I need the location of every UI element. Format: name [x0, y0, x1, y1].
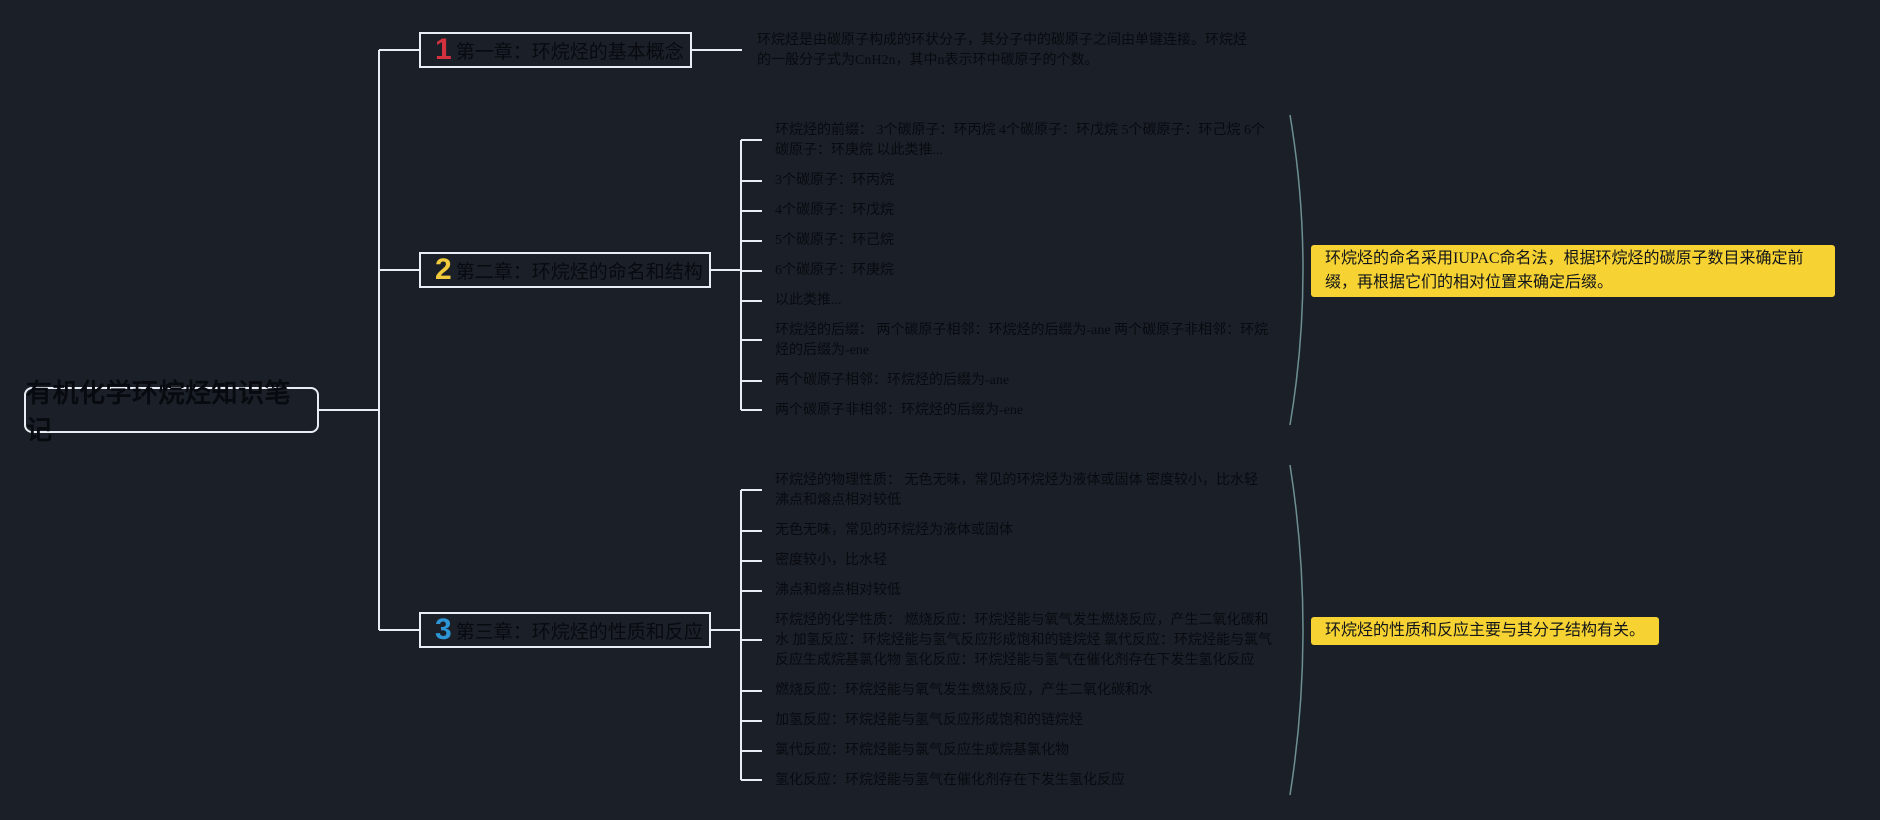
chapter-1-number: 1	[435, 33, 452, 66]
chapter-2-leaf-9[interactable]: 两个碳原子非相邻：环烷烃的后缀为-ene	[775, 403, 1024, 418]
chapter-3-leaf-3[interactable]: 密度较小，比水轻	[775, 553, 887, 568]
chapter-2-leaf-2[interactable]: 3个碳原子：环丙烷	[775, 173, 894, 188]
chapter-1-topic[interactable]: 1 第一章：环烷烃的基本概念	[419, 32, 692, 68]
chapter-3-leaf-7[interactable]: 加氢反应：环烷烃能与氢气反应形成饱和的链烷烃	[775, 713, 1083, 728]
chapter-2-number: 2	[435, 253, 452, 286]
connector-ch3-bus	[711, 490, 742, 780]
summary-brace-ch2	[1289, 114, 1304, 426]
chapter-2-leaf-3[interactable]: 4个碳原子：环戊烷	[775, 203, 894, 218]
chapter-3-summary-note[interactable]: 环烷烃的性质和反应主要与其分子结构有关。	[1311, 617, 1660, 645]
chapter-2-summary-note[interactable]: 环烷烃的命名采用IUPAC命名法，根据环烷烃的碳原子数目来确定前缀，再根据它们的…	[1311, 245, 1835, 297]
chapter-3-number: 3	[435, 613, 452, 646]
chapter-2-leaf-8[interactable]: 两个碳原子相邻：环烷烃的后缀为-ane	[775, 373, 1010, 388]
summary-brace-ch3	[1289, 464, 1304, 796]
chapter-3-leaf-8[interactable]: 氯代反应：环烷烃能与氯气反应生成烷基氯化物	[775, 743, 1069, 758]
chapter-3-leaf-1[interactable]: 环烷烃的物理性质： 无色无味，常见的环烷烃为液体或固体 密度较小，比水轻 沸点和…	[775, 473, 1258, 508]
chapter-3-leaf-4[interactable]: 沸点和熔点相对较低	[775, 583, 901, 598]
chapter-3-leaf-2[interactable]: 无色无味，常见的环烷烃为液体或固体	[775, 523, 1013, 538]
chapter-3-leaf-6[interactable]: 燃烧反应：环烷烃能与氧气发生燃烧反应，产生二氧化碳和水	[775, 683, 1153, 698]
chapter-3-leaf-9[interactable]: 氢化反应：环烷烃能与氢气在催化剂存在下发生氢化反应	[775, 773, 1125, 788]
chapter-2-topic[interactable]: 2 第二章：环烷烃的命名和结构	[419, 252, 711, 288]
chapter-2-leaf-6[interactable]: 以此类推...	[775, 293, 842, 308]
chapter-2-leaf-4[interactable]: 5个碳原子：环己烷	[775, 233, 894, 248]
root-topic[interactable]: 有机化学环烷烃知识笔记	[24, 379, 319, 446]
connector-ch2-bus	[711, 140, 742, 410]
chapter-1-label: 第一章：环烷烃的基本概念	[455, 40, 684, 63]
chapter-2-leaf-7[interactable]: 环烷烃的后缀： 两个碳原子相邻：环烷烃的后缀为-ane 两个碳原子非相邻：环烷烃…	[775, 323, 1269, 358]
chapter-2-leaf-1[interactable]: 环烷烃的前缀： 3个碳原子：环丙烷 4个碳原子：环戊烷 5个碳原子：环己烷 6个…	[775, 123, 1265, 158]
chapter-2-label: 第二章：环烷烃的命名和结构	[455, 260, 703, 283]
chapter-2-leaf-5[interactable]: 6个碳原子：环庚烷	[775, 263, 894, 278]
chapter-1-leaf-1[interactable]: 环烷烃是由碳原子构成的环状分子，其分子中的碳原子之间由单键连接。环烷烃的一般分子…	[757, 33, 1247, 68]
chapter-3-topic[interactable]: 3 第三章：环烷烃的性质和反应	[419, 612, 711, 648]
chapter-3-leaf-5[interactable]: 环烷烃的化学性质： 燃烧反应：环烷烃能与氧气发生燃烧反应，产生二氧化碳和水 加氢…	[775, 613, 1272, 668]
root-topic-label: 有机化学环烷烃知识笔记	[26, 379, 292, 446]
chapter-3-label: 第三章：环烷烃的性质和反应	[455, 620, 703, 643]
